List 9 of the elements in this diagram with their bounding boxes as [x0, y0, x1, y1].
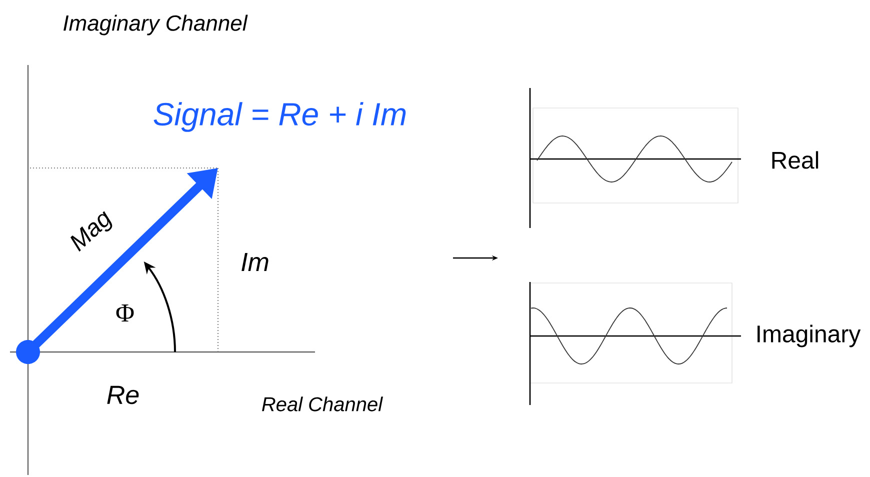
- axis-label: Imaginary Channel: [64, 14, 248, 36]
- plot-label: Real: [772, 151, 818, 169]
- plot-label: Imaginary: [758, 324, 861, 348]
- vector-label: Mag: [70, 211, 112, 252]
- angle-label: Φ: [116, 304, 134, 322]
- component-label: Re: [107, 386, 139, 404]
- equation-text: Signal = Re + i Im: [154, 102, 406, 132]
- axis-label: Real Channel: [262, 396, 383, 412]
- component-label: Im: [242, 253, 268, 271]
